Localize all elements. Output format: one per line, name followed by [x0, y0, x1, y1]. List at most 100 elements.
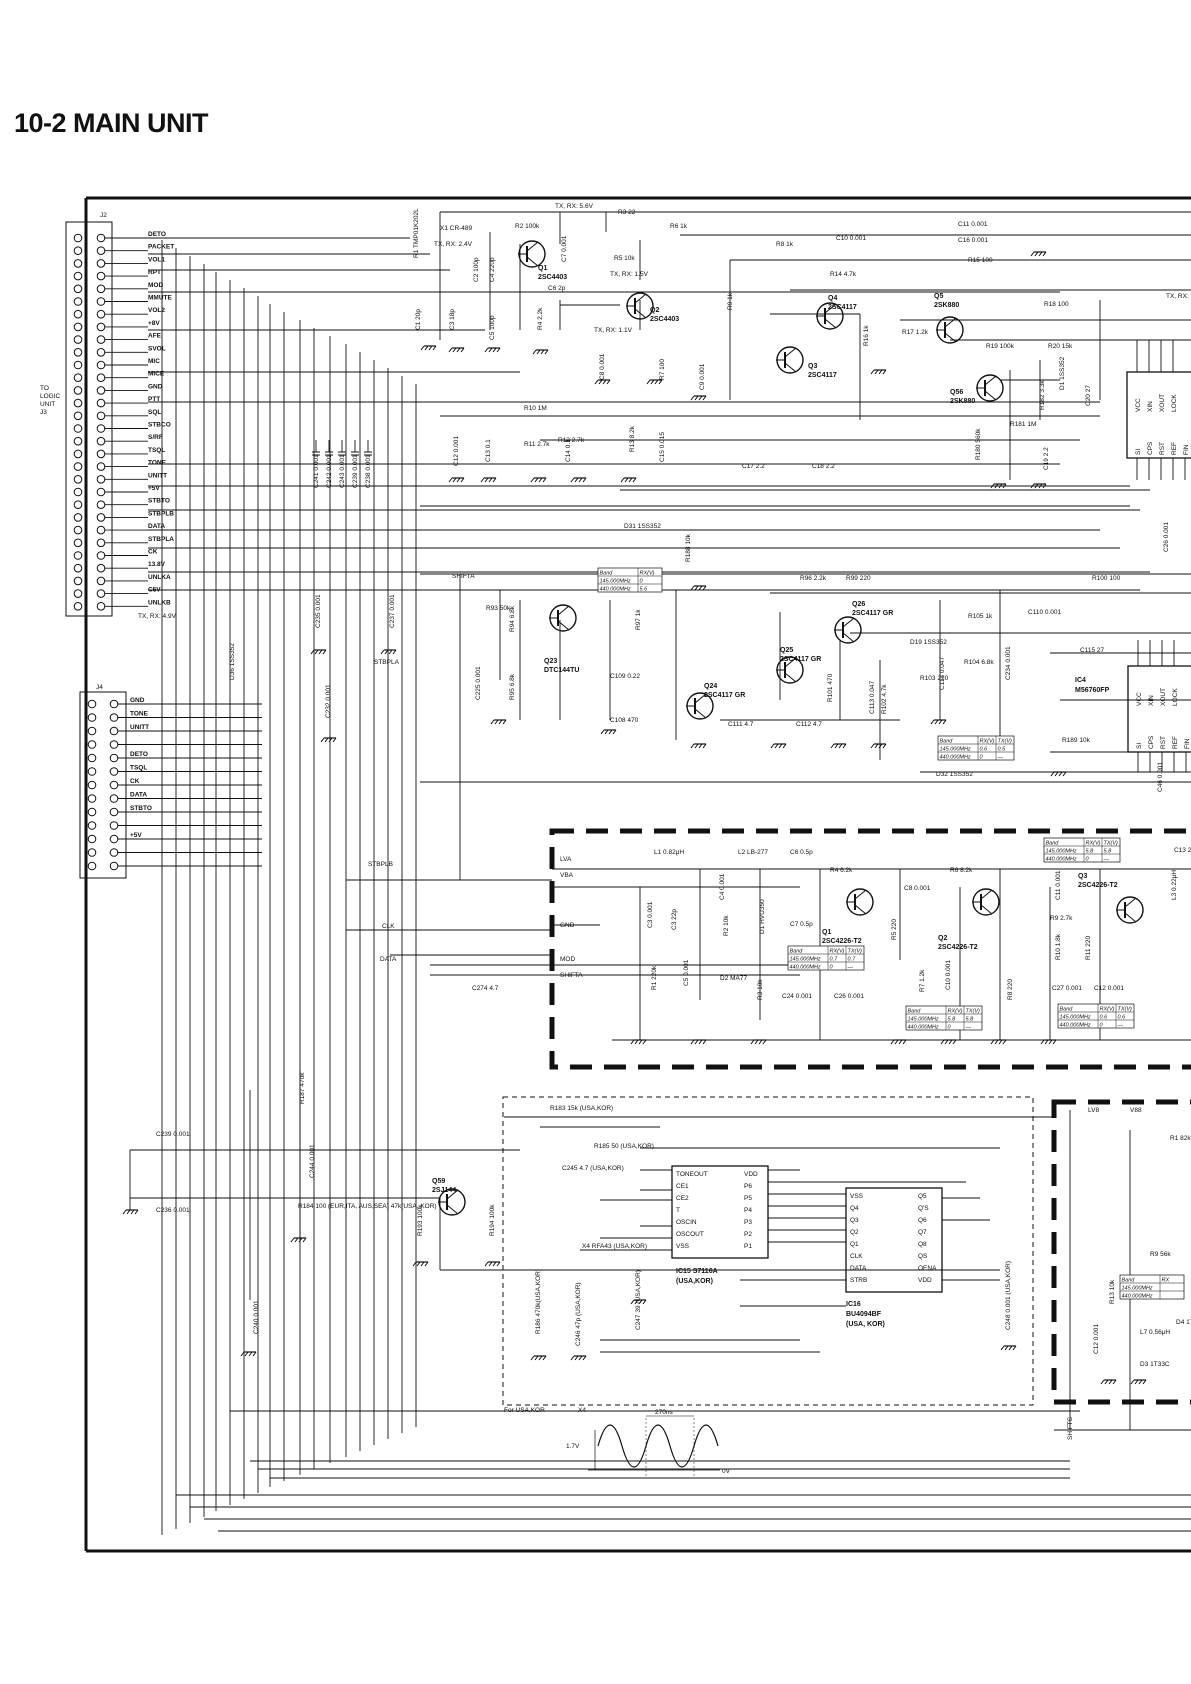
- j4-pin-b: [109, 821, 119, 830]
- j4-pin-label: +5V: [130, 832, 142, 839]
- label-r11: R11 2.7k: [524, 441, 550, 448]
- j2-pin-b: [96, 373, 106, 383]
- label-mod: MOD: [560, 956, 575, 963]
- label-c12b: C12 0.001: [1094, 985, 1124, 992]
- label-l3: L3 0.22μH: [1171, 870, 1178, 900]
- label-d4: D4 1T33: [1176, 1319, 1191, 1326]
- label-c115: C115 27: [1080, 647, 1104, 654]
- label-r10b: R10 1.8k: [1055, 933, 1062, 960]
- signal-bus: [148, 237, 1191, 1535]
- label-r5b: R5 220: [891, 919, 898, 940]
- table-cell: 440.000MHz: [600, 586, 631, 592]
- ic15-region: (USA,KOR): [676, 1278, 713, 1285]
- label-r1: R1 TMP01K202L: [413, 208, 420, 258]
- table-cell: 5.8: [1086, 848, 1095, 854]
- transistor-ref: Q4: [828, 295, 837, 302]
- j2-pin-b: [96, 309, 106, 319]
- table-header: TX(V): [966, 1008, 981, 1014]
- ic16-pin-q3: Q3: [850, 1217, 859, 1224]
- transistor-part: 2SK880: [934, 302, 959, 309]
- label-c6: C6 2p: [548, 285, 566, 292]
- x4-waveform: 270ns 1.7V 0V: [566, 1409, 731, 1476]
- table-cell: 0: [980, 754, 984, 760]
- label-r7: R7 100: [659, 359, 666, 380]
- label-c244: C244 0.001: [309, 1144, 316, 1178]
- j2-pin-label: TONE: [148, 460, 167, 467]
- label-r1c: R1 82k: [1170, 1135, 1191, 1142]
- table-cell: 0: [948, 1024, 952, 1030]
- ic16-pin-strb: STRB: [850, 1277, 867, 1284]
- ic16-part: BU4094BF: [846, 1311, 882, 1318]
- j2-pin-label: STBTO: [148, 498, 170, 505]
- j2-pin-label: SVOL: [148, 345, 166, 352]
- pll-unit-box: [549, 828, 1191, 1070]
- table-header: RX(V): [1086, 840, 1101, 846]
- ground-symbols: [122, 251, 1147, 1385]
- label-c110: C110 0.001: [1028, 609, 1062, 616]
- table-cell: —: [1117, 1022, 1124, 1028]
- transistor-ref: Q25: [780, 647, 793, 654]
- table-header: Band: [1046, 840, 1060, 846]
- ic4-pin-xout: XOUT: [1160, 688, 1167, 706]
- label-c108: C108 470: [610, 717, 639, 724]
- label-for-usa: For USA,KOR: [504, 1407, 545, 1414]
- table-cell: —: [1103, 856, 1110, 862]
- label-c8b: C8 0.001: [904, 885, 931, 892]
- j4-pin-a: [87, 794, 97, 803]
- ic15-pin-vss: VSS: [676, 1243, 690, 1250]
- label-l1: L1 0.82μH: [654, 849, 684, 856]
- label-c26b: C26 0.001: [834, 993, 864, 1000]
- ic16-pin-q4: Q4: [850, 1205, 859, 1212]
- table-cell: 145.000MHz: [1122, 1285, 1153, 1291]
- lower-right-unit-box: [1051, 1099, 1191, 1405]
- j4-pin-b: [109, 740, 119, 749]
- table-cell: 0: [830, 964, 834, 970]
- j4-pin-a: [87, 821, 97, 830]
- j2-pin-label: 13.8V: [148, 561, 166, 568]
- label-c236: C236 0.001: [156, 1207, 190, 1214]
- j2-pin-a: [73, 563, 83, 573]
- j2-pin-b: [96, 475, 106, 484]
- label-c1: C1 20p: [415, 309, 422, 330]
- label-c18: C18 2.2: [812, 463, 835, 470]
- table-header: RX(V): [980, 738, 995, 744]
- table-cell: 440.000MHz: [1122, 1293, 1153, 1299]
- label-r3b: R3 10k: [757, 979, 764, 1000]
- j4-pin-a: [87, 740, 97, 749]
- j2-pin-a: [73, 386, 83, 395]
- j2-pin-label: CK: [148, 549, 158, 556]
- j2-pin-label: MOD: [148, 282, 163, 289]
- label-l2: L2 LB-277: [738, 849, 768, 856]
- ic16-pin-data: DATA: [850, 1265, 867, 1272]
- j2-note-line: J3: [40, 409, 47, 416]
- ic16: VSSQ4Q3Q2Q1CLKDATASTRBQ5Q'SQ6Q7Q8QSOENAV…: [845, 1187, 943, 1328]
- label-c245: C245 4.7 (USA,KOR): [562, 1165, 624, 1172]
- label-r14: R14 4.7k: [830, 271, 857, 278]
- label-c240: C240 0.001: [253, 1300, 260, 1334]
- waveform-period: 270ns: [655, 1409, 673, 1416]
- j2-pin-label: +5V: [148, 485, 160, 492]
- j2-pin-b: [96, 233, 106, 243]
- label-c11: C11 0.001: [958, 221, 988, 228]
- label-r3: R3 22: [618, 209, 636, 216]
- label-r96: R96 2.2k: [800, 575, 827, 582]
- table-cell: 145.000MHz: [1060, 1014, 1091, 1020]
- ic16-pin-q6: Q6: [918, 1217, 927, 1224]
- j2-pin-b: [96, 411, 106, 421]
- table-header: TX(V): [998, 738, 1013, 744]
- label-c7: C7 0.001: [561, 235, 568, 262]
- label-c114: C114 0.047: [939, 656, 946, 690]
- j4-pin-a: [87, 713, 97, 722]
- j4-pin-b: [109, 699, 119, 709]
- label-r184: R184 100 (EUR,ITA, AUS,SEA) 47k(USA, KOR…: [298, 1203, 437, 1210]
- label-d1b: D1 HVU350: [759, 899, 766, 934]
- label-l7: L7 0.56μH: [1140, 1329, 1170, 1336]
- j2-pin-b: [96, 246, 106, 255]
- ic15-pin-oscout: OSCOUT: [676, 1231, 704, 1238]
- table-header: RX(V): [640, 570, 655, 576]
